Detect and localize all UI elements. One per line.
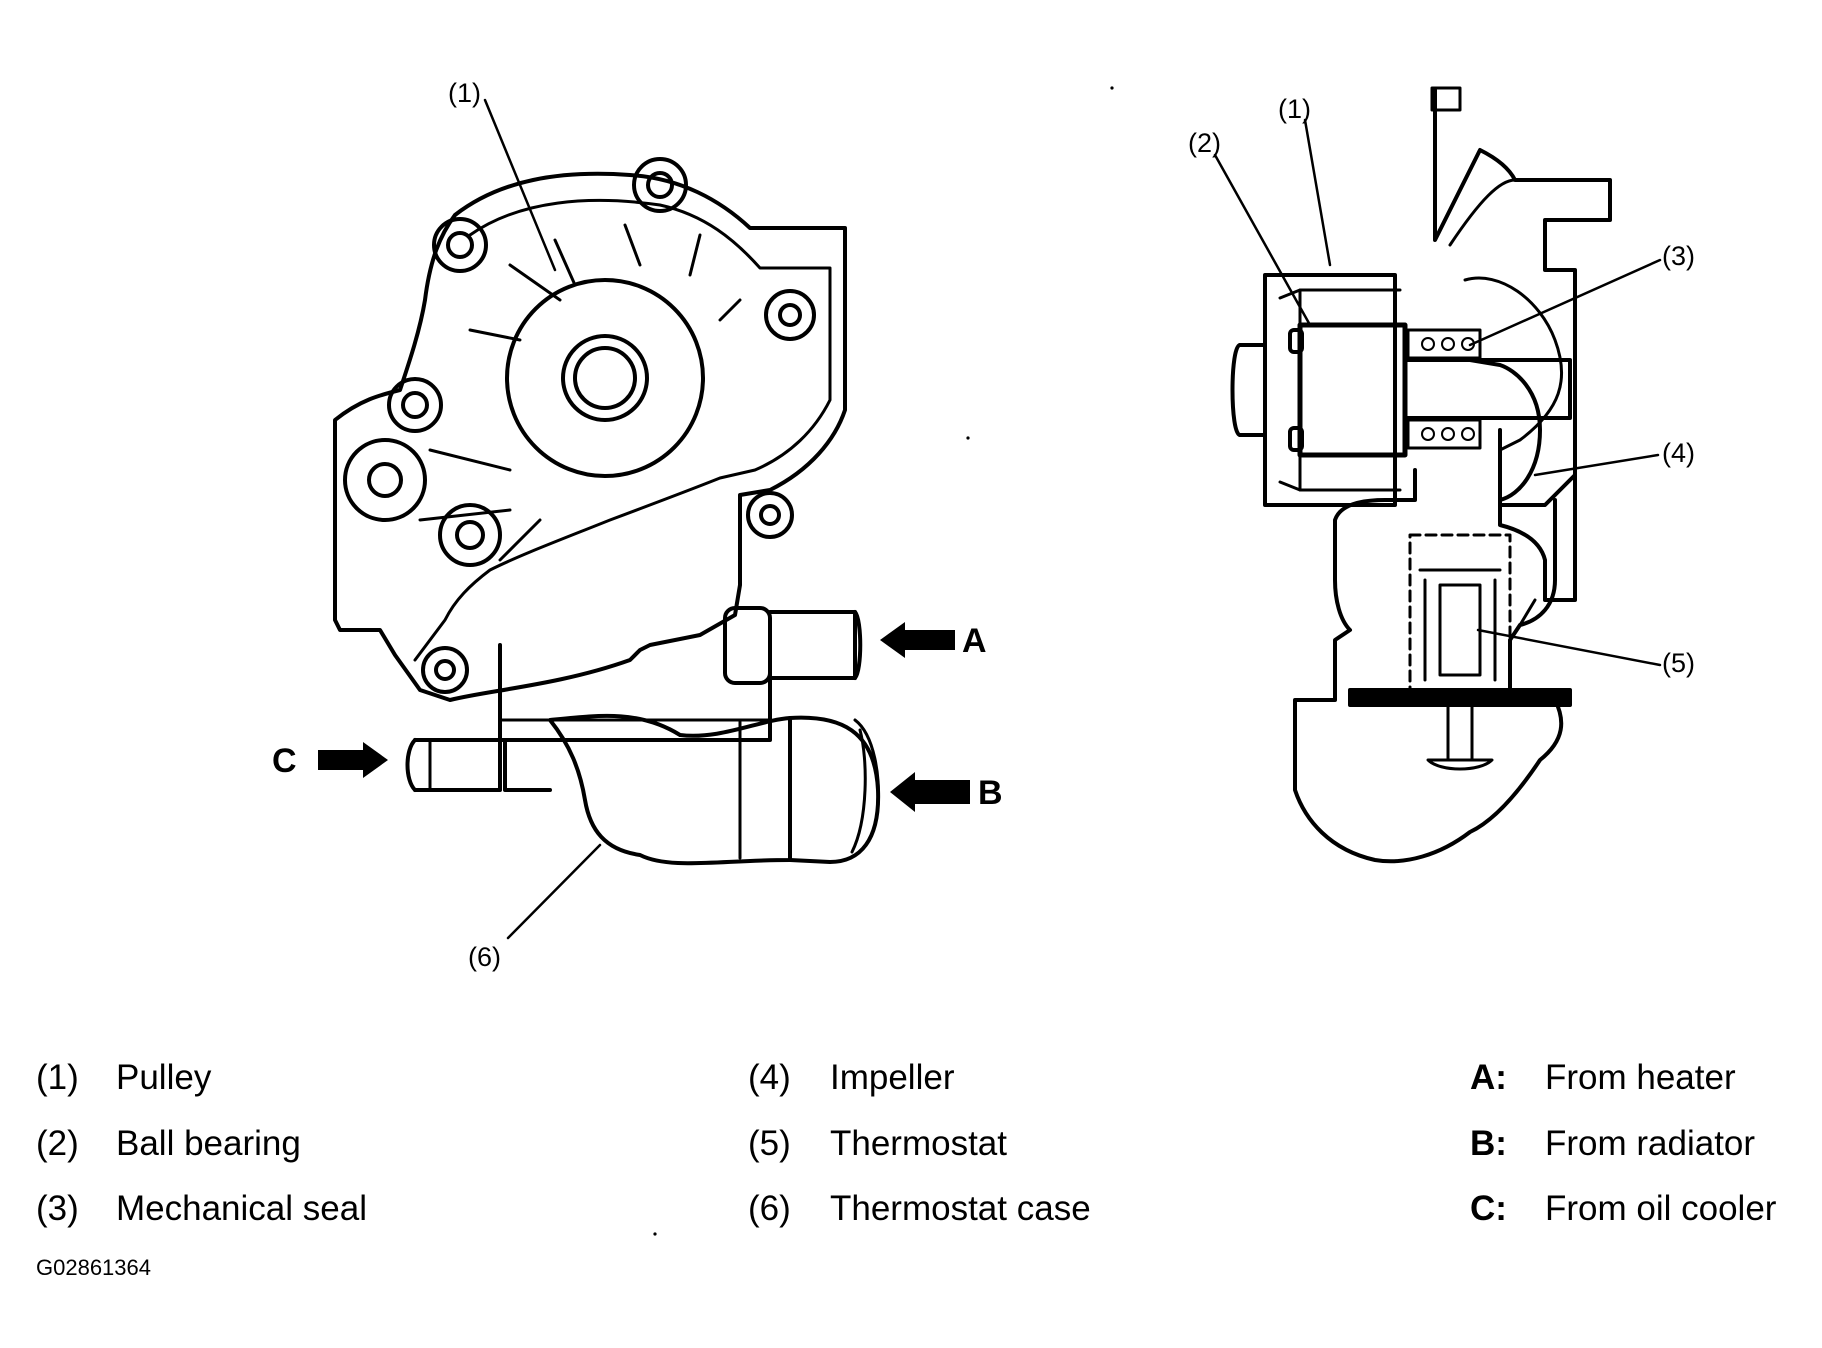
impeller xyxy=(1498,428,1577,507)
flow-letter-c: C xyxy=(272,742,297,780)
legend-key: (2) xyxy=(36,1124,79,1163)
legend-text: From heater xyxy=(1545,1058,1736,1097)
legend-item: B: From radiator xyxy=(1470,1126,1815,1166)
legend-text: From oil cooler xyxy=(1545,1189,1777,1228)
flow-letter-b: B xyxy=(978,774,1003,812)
legend-item: A: From heater xyxy=(1470,1060,1815,1100)
pump-housing-outline xyxy=(333,171,847,702)
legend-key: A: xyxy=(1470,1058,1507,1097)
cross-section-casing xyxy=(1433,88,1612,602)
heater-inlet-pipe xyxy=(723,606,863,685)
flow-arrows xyxy=(318,622,970,812)
legend-item: (3) Mechanical seal xyxy=(36,1191,456,1231)
thermostat xyxy=(1348,533,1572,771)
legend-key: (5) xyxy=(748,1124,791,1163)
legend-text: Pulley xyxy=(116,1058,212,1097)
pump-housing-inner-ridge xyxy=(413,198,832,662)
callout-5-right: (5) xyxy=(1662,648,1695,678)
arrow-b-icon xyxy=(890,772,970,812)
legend-item: C: From oil cooler xyxy=(1470,1191,1815,1231)
legend-column-1: (1) Pulley (2) Ball bearing (3) Mechanic… xyxy=(36,1060,456,1230)
leader-line-1-left xyxy=(483,98,557,272)
pump-assembly-view xyxy=(318,98,970,940)
pulley-hub-cross-section xyxy=(1263,273,1397,507)
figure-id: G02861364 xyxy=(36,1255,151,1280)
arrow-a-icon xyxy=(880,622,955,658)
callout-1-left: (1) xyxy=(448,78,481,108)
legend-key: (6) xyxy=(748,1189,791,1228)
legend-text: Thermostat case xyxy=(830,1189,1091,1228)
callout-4-right: (4) xyxy=(1662,438,1695,468)
flow-letter-a: A xyxy=(962,622,987,660)
thermostat-case-body xyxy=(498,643,772,742)
legend-item: (5) Thermostat xyxy=(748,1126,1148,1166)
legend-text: Mechanical seal xyxy=(116,1189,367,1228)
callout-2-right: (2) xyxy=(1188,128,1221,158)
ball-bearing xyxy=(1288,322,1408,458)
legend-key: C: xyxy=(1470,1189,1507,1228)
legend-text: Thermostat xyxy=(830,1124,1007,1163)
legend-item: (2) Ball bearing xyxy=(36,1126,456,1166)
legend-item: (1) Pulley xyxy=(36,1060,456,1100)
arrow-c-icon xyxy=(318,742,388,778)
callout-3-right: (3) xyxy=(1662,241,1695,271)
legend-item: (6) Thermostat case xyxy=(748,1191,1148,1231)
mechanical-seal xyxy=(1406,328,1482,450)
legend-key: (3) xyxy=(36,1189,79,1228)
leader-line-5-right xyxy=(1476,628,1662,667)
legend-key: B: xyxy=(1470,1124,1507,1163)
legend-text: Impeller xyxy=(830,1058,955,1097)
legend-column-2: (4) Impeller (5) Thermostat (6) Thermost… xyxy=(748,1060,1148,1230)
callout-1-right: (1) xyxy=(1278,94,1311,124)
leader-line-2-right xyxy=(1213,153,1312,327)
oil-cooler-inlet-pipe xyxy=(405,738,502,792)
legend-key: (1) xyxy=(36,1058,79,1097)
leader-line-6-left xyxy=(506,843,602,940)
leader-line-3-right xyxy=(1468,258,1662,347)
pump-shaft xyxy=(1403,358,1572,420)
pulley xyxy=(505,278,705,478)
pump-cross-section-view xyxy=(1213,86,1662,864)
legend-text: Ball bearing xyxy=(116,1124,301,1163)
legend-column-3: A: From heater B: From radiator C: From … xyxy=(1470,1060,1815,1230)
thermostat-case xyxy=(548,713,881,866)
legend-text: From radiator xyxy=(1545,1124,1756,1163)
leader-line-4-right xyxy=(1533,453,1660,477)
leader-line-1-right xyxy=(1303,118,1332,267)
legend-item: (4) Impeller xyxy=(748,1060,1148,1100)
callout-6-left: (6) xyxy=(468,942,501,972)
mounting-bosses xyxy=(343,157,816,694)
housing-ribs xyxy=(418,223,742,562)
legend-key: (4) xyxy=(748,1058,791,1097)
